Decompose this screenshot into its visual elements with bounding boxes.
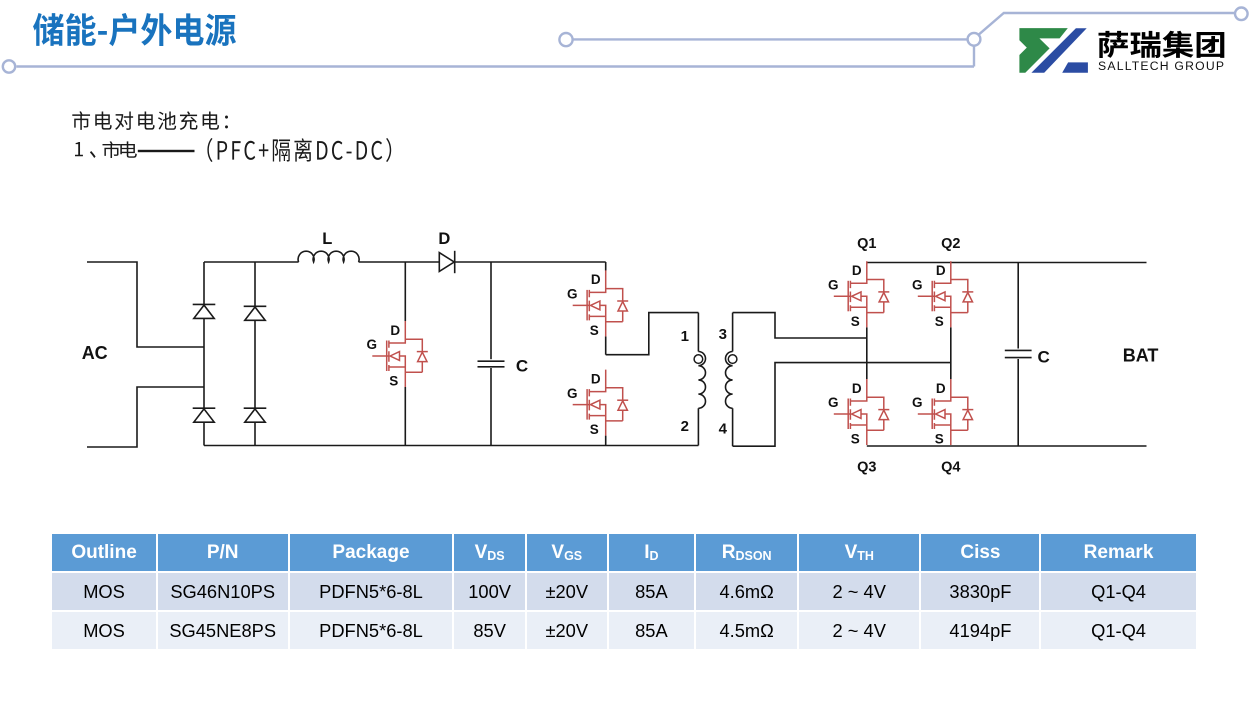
svg-text:L: L [322,230,332,248]
svg-text:D: D [438,230,450,248]
svg-text:AC: AC [82,343,108,363]
svg-text:2: 2 [681,418,689,435]
svg-text:SALLTECH GROUP: SALLTECH GROUP [1098,59,1224,73]
svg-text:1: 1 [681,328,689,345]
svg-text:BAT: BAT [1123,346,1159,366]
svg-text:Q1: Q1 [857,236,876,252]
svg-text:3: 3 [719,326,727,343]
svg-text:Q2: Q2 [941,236,960,252]
svg-text:C: C [1038,348,1050,367]
svg-text:Q3: Q3 [857,460,876,476]
svg-text:C: C [516,357,528,376]
svg-text:4: 4 [719,420,728,437]
svg-text:Q4: Q4 [941,460,960,476]
